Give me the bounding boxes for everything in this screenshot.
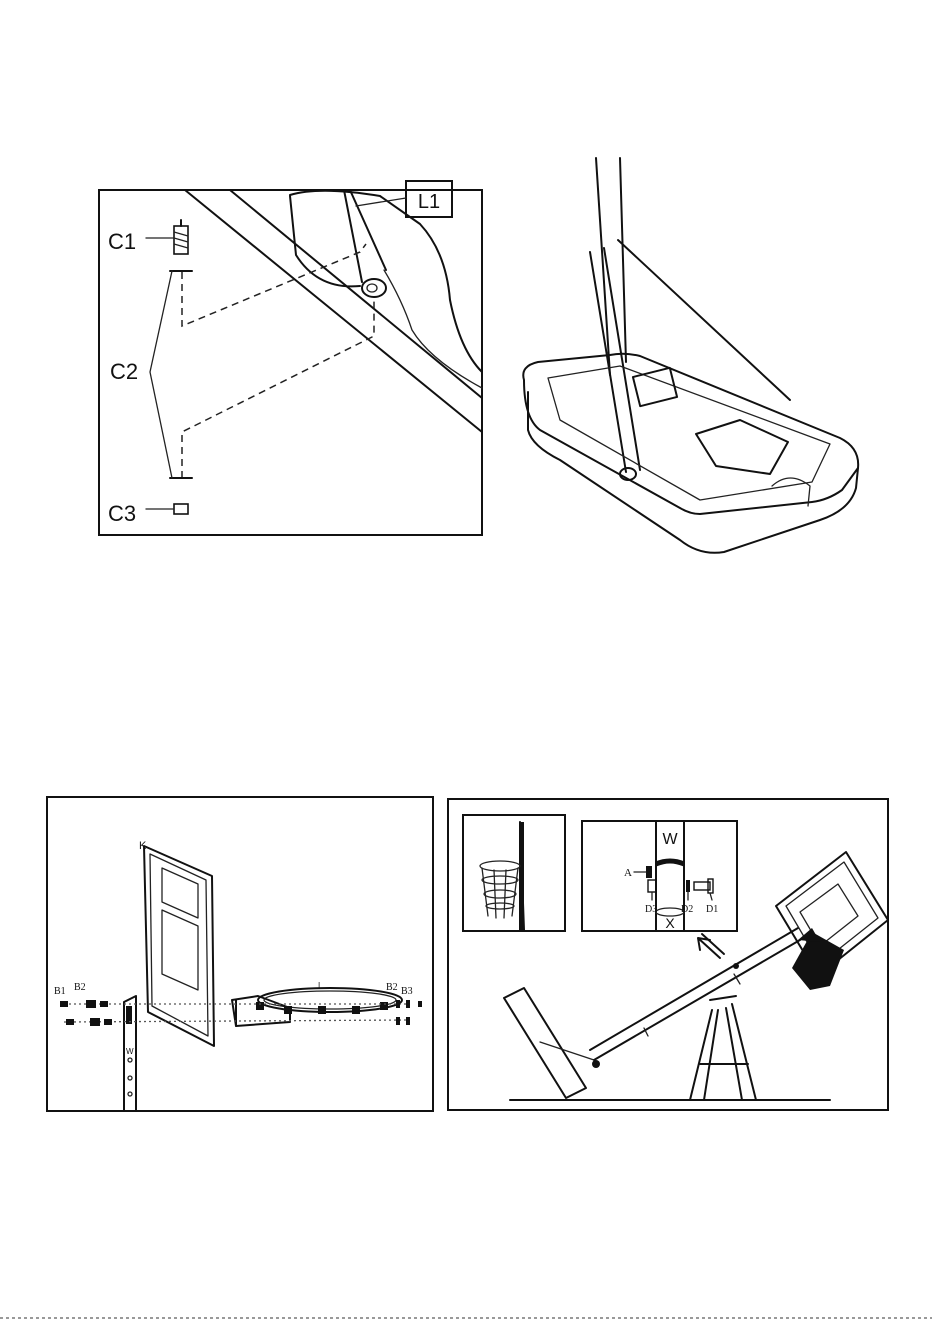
base-side <box>528 392 858 553</box>
figure-pole-raising: W X A D3 D2 D1 <box>448 799 888 1110</box>
pole-pivot <box>592 1060 600 1068</box>
c1-bolt-thread <box>174 232 188 248</box>
b1-label: B1 <box>54 986 66 997</box>
pole-line-b <box>230 190 482 398</box>
base-tray <box>696 420 788 474</box>
base-contour-inner <box>290 196 360 286</box>
l1-leader <box>356 198 406 206</box>
pole-right-edge <box>620 158 626 362</box>
k-label: K <box>139 840 147 852</box>
backboard-square <box>162 910 198 990</box>
joint-seam <box>656 861 684 864</box>
backboard-square-top <box>162 868 198 918</box>
brace-bolt-hole-inner <box>367 284 377 292</box>
figure-base-overview <box>523 158 858 553</box>
base-wheel-notch <box>772 478 810 506</box>
d3-label: D3 <box>645 904 657 915</box>
joint-w-label: W <box>662 831 678 848</box>
backboard-inner <box>150 854 208 1036</box>
backboard-frame <box>47 797 433 1111</box>
right-nuts <box>396 1000 422 1025</box>
detail-frame <box>99 190 482 535</box>
b2-left-label: B2 <box>74 982 86 993</box>
d2-label: D2 <box>681 904 693 915</box>
c3-label: C3 <box>108 501 136 526</box>
brace-left-edge <box>590 252 626 472</box>
lying-pole-bottom <box>594 940 800 1060</box>
b2-right-label: B2 <box>386 982 398 993</box>
c2-bracket <box>150 271 172 478</box>
c2-label: C2 <box>110 359 138 384</box>
brace-bolt-hole <box>362 279 386 297</box>
inset-net-frame <box>463 815 565 931</box>
support-line <box>618 240 790 400</box>
l1-label: L1 <box>418 191 440 213</box>
a-label: A <box>624 867 632 879</box>
i-label: I <box>318 981 320 990</box>
lying-pole-top <box>590 928 798 1050</box>
sawhorse <box>690 1004 756 1100</box>
joint-x-label: X <box>665 915 675 931</box>
base-top <box>523 354 858 514</box>
d1-label: D1 <box>706 904 718 915</box>
c1-label: C1 <box>108 229 136 254</box>
figure-backboard-rim: K W I B1 B2 <box>47 797 433 1111</box>
base-contour-outer <box>290 191 482 372</box>
brace-edge-left <box>344 190 362 282</box>
pole-line-a <box>185 190 482 432</box>
dash-lower <box>182 300 374 478</box>
inset-rim <box>480 861 520 871</box>
w-label: W <box>126 1047 134 1056</box>
b3-label: B3 <box>401 986 413 997</box>
c3-nut <box>174 504 188 514</box>
figure-brace-bolt-detail: L1 C1 C2 C3 <box>99 181 482 535</box>
